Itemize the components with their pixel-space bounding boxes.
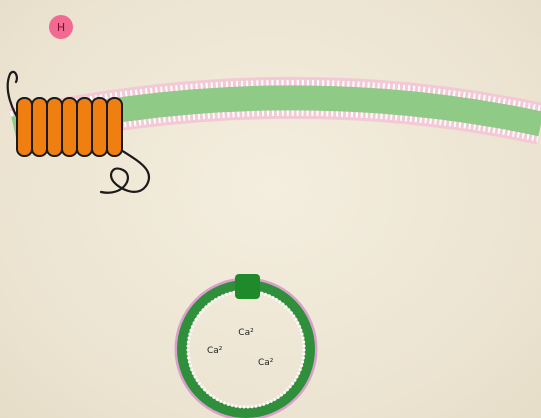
synaptic-vesicle: Ca² Ca² Ca² — [176, 274, 316, 418]
transmembrane-helix — [77, 98, 92, 156]
calcium-ion-label: Ca² — [258, 358, 274, 368]
protein-tail-c-terminus — [101, 150, 149, 193]
transmembrane-helix — [107, 98, 122, 156]
transmembrane-helix — [32, 98, 47, 156]
transmembrane-helix — [17, 98, 32, 156]
transmembrane-helix — [62, 98, 77, 156]
calcium-ion-label: Ca² — [207, 346, 223, 356]
calcium-ion-label: Ca² — [238, 328, 254, 338]
vesicle-inner-lipid-layer — [188, 291, 304, 407]
hydrogen-ion-marker: H — [49, 15, 73, 39]
transmembrane-helix — [92, 98, 107, 156]
vesicle-membrane-core — [182, 285, 310, 413]
hydrogen-ion-label: H — [57, 21, 65, 34]
vesicle-membrane-protein — [235, 274, 260, 299]
transmembrane-helix — [47, 98, 62, 156]
